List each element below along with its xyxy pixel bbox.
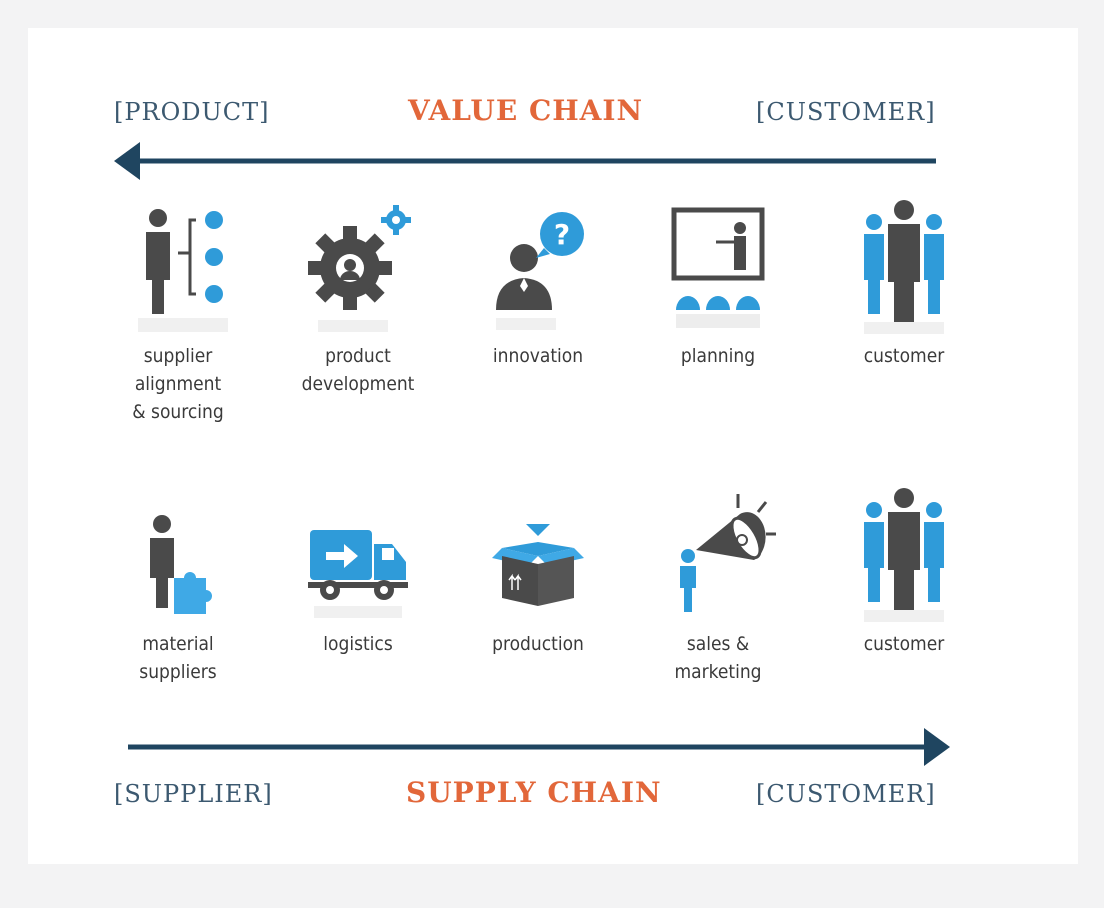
item-innovation: ? innovation — [448, 198, 628, 370]
item-sales-marketing: sales & marketing — [628, 486, 808, 686]
item-label: sales & marketing — [674, 633, 762, 683]
supply-chain-left-label: [SUPPLIER] — [114, 780, 273, 808]
item-label: logistics — [323, 633, 393, 655]
item-label: innovation — [492, 345, 584, 367]
customer-group-icon — [864, 200, 944, 334]
value-chain-arrow — [114, 142, 936, 180]
supply-chain-title: SUPPLY CHAIN — [406, 776, 662, 809]
customer-group-icon — [864, 488, 944, 622]
svg-text:?: ? — [554, 218, 570, 251]
item-product-development: product development — [268, 198, 448, 398]
person-question-icon: ? — [496, 212, 584, 330]
item-logistics: logistics — [268, 486, 448, 658]
item-label: material suppliers — [139, 633, 217, 683]
item-label: planning — [680, 345, 756, 367]
supply-chain-arrow — [128, 728, 950, 766]
item-label: customer — [863, 345, 945, 367]
person-with-branches-icon — [138, 209, 228, 332]
value-chain-title: VALUE CHAIN — [408, 94, 644, 127]
gear-person-icon — [308, 205, 411, 332]
item-label: production — [492, 633, 584, 655]
presentation-board-icon — [671, 207, 765, 328]
item-customer-top: customer — [814, 198, 994, 370]
open-box-icon — [492, 524, 584, 606]
item-customer-bottom: customer — [814, 486, 994, 658]
item-production: production — [448, 486, 628, 658]
value-chain-left-label: [PRODUCT] — [114, 98, 270, 126]
item-supplier-alignment: supplier alignment & sourcing — [88, 198, 268, 426]
supply-chain-right-label: [CUSTOMER] — [756, 780, 936, 808]
item-label: supplier alignment & sourcing — [132, 345, 224, 423]
megaphone-icon — [680, 494, 776, 612]
value-chain-right-label: [CUSTOMER] — [756, 98, 936, 126]
item-label: customer — [863, 633, 945, 655]
diagram-card: [PRODUCT] VALUE CHAIN [CUSTOMER] supplie… — [28, 28, 1078, 864]
item-planning: planning — [628, 198, 808, 370]
item-label: product development — [301, 345, 415, 395]
delivery-truck-icon — [308, 530, 408, 618]
person-puzzle-icon — [150, 515, 212, 614]
item-material-suppliers: material suppliers — [88, 486, 268, 686]
